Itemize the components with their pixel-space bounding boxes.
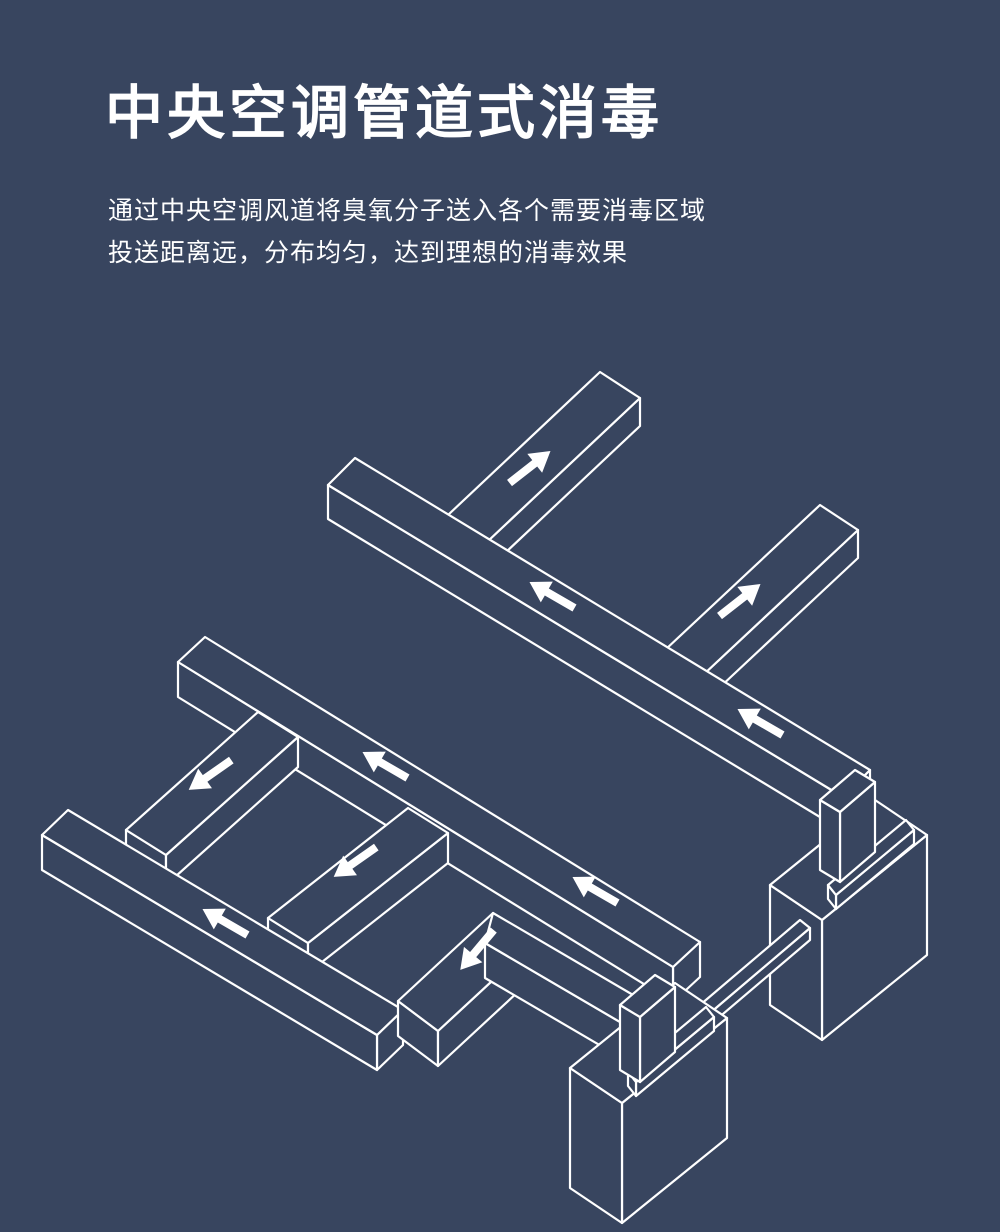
lower-branch-duct-2-top [266, 806, 450, 945]
airflow-arrow-icon [572, 876, 620, 907]
page-title: 中央空调管道式消毒 [105, 79, 664, 147]
upper-riser-side [818, 798, 842, 884]
airflow-arrow-icon [737, 708, 785, 739]
lower-main-duct-top [176, 635, 702, 969]
airflow-arrow-icon [188, 756, 234, 790]
upper-main-duct-top [326, 456, 872, 799]
airflow-arrow-icon [460, 927, 497, 970]
lower-riser-side [618, 1003, 642, 1084]
airflow-arrow-icon [529, 581, 577, 612]
upper-riser-top [818, 768, 877, 814]
lower-branch-duct-1-top [124, 710, 300, 857]
airflow-arrow-icon [717, 583, 761, 620]
lower-riser-top [618, 973, 677, 1019]
description: 通过中央空调风道将臭氧分子送入各个需要消毒区域 投送距离远，分布均匀，达到理想的… [108, 190, 706, 274]
airflow-arrow-icon [507, 450, 551, 487]
unit-right-handle-top [826, 818, 916, 897]
airflow-arrow-icon [362, 751, 410, 782]
airflow-arrow-icon [333, 843, 379, 877]
description-line-1: 通过中央空调风道将臭氧分子送入各个需要消毒区域 [108, 196, 707, 225]
airflow-arrow-icon [202, 908, 250, 939]
description-line-2: 投送距离远，分布均匀，达到理想的消毒效果 [108, 238, 629, 267]
